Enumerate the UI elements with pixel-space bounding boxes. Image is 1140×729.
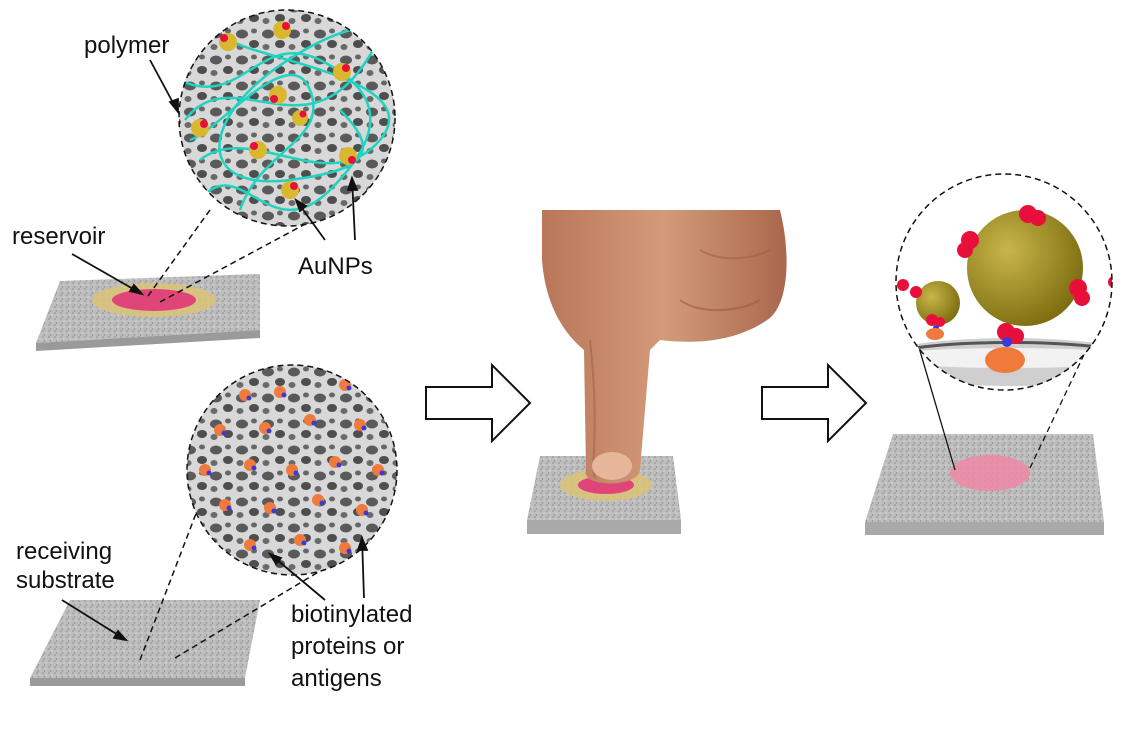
reservoir-spot bbox=[112, 289, 196, 311]
label-biotinylated-line3: antigens bbox=[291, 665, 382, 692]
protein-zoom-lines bbox=[139, 489, 331, 661]
label-reservoir: reservoir bbox=[12, 223, 106, 250]
finger-press-icon bbox=[542, 210, 787, 484]
receiving-substrate-slab bbox=[30, 600, 260, 686]
label-biotinylated-line2: proteins or bbox=[291, 633, 405, 660]
polymer-zoom-lines bbox=[147, 199, 351, 303]
label-aunps: AuNPs bbox=[298, 253, 373, 280]
polymer-zoom-circle bbox=[178, 9, 396, 227]
binding-zoom-circle bbox=[895, 173, 1113, 391]
press-substrate bbox=[527, 456, 681, 534]
label-pointers-bottom bbox=[61, 535, 369, 642]
donor-substrate bbox=[36, 274, 260, 351]
protein-zoom-circle bbox=[186, 364, 398, 576]
result-substrate bbox=[865, 434, 1104, 535]
label-polymer: polymer bbox=[84, 32, 170, 59]
label-pointers-top bbox=[71, 59, 359, 296]
label-biotinylated-line1: biotinylated bbox=[291, 601, 413, 628]
right-arrow-icon bbox=[761, 362, 868, 444]
label-receiving-substrate-line2: substrate bbox=[16, 567, 115, 594]
deposit-spot bbox=[950, 455, 1030, 491]
gold-nanoparticle bbox=[967, 210, 1083, 326]
aunp-particles bbox=[191, 21, 357, 199]
label-receiving-substrate-line1: receiving bbox=[16, 538, 113, 565]
right-arrow-icon bbox=[425, 362, 532, 444]
biotinylated-protein-dots bbox=[199, 379, 385, 554]
